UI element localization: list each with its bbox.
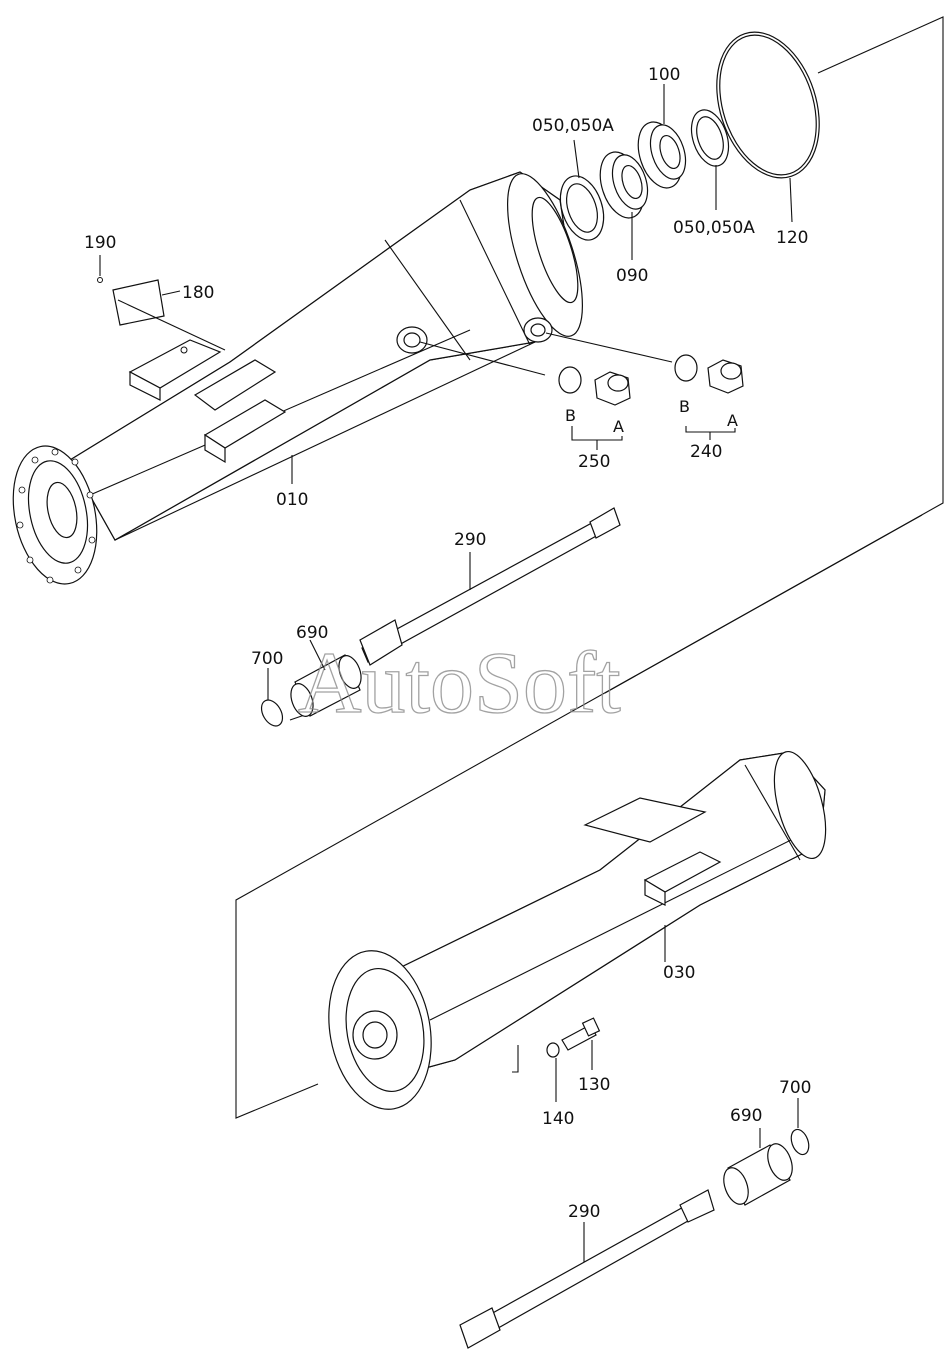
label-250-a: A xyxy=(613,417,624,436)
snap-ring-700-lower xyxy=(790,1098,810,1156)
label-140: 140 xyxy=(542,1109,574,1129)
label-030: 030 xyxy=(663,963,695,983)
washer-140 xyxy=(512,1042,560,1102)
label-050-left: 050,050A xyxy=(532,116,614,136)
label-250: 250 xyxy=(578,452,610,472)
axle-housing-lower xyxy=(328,750,827,1110)
label-240: 240 xyxy=(690,442,722,462)
label-050-right: 050,050A xyxy=(673,218,755,238)
coupling-690-lower xyxy=(723,1128,793,1206)
snap-ring-700-upper xyxy=(260,668,284,727)
label-700-lower: 700 xyxy=(779,1078,811,1098)
axle-shaft-290-lower xyxy=(459,1189,715,1349)
coupling-690-upper xyxy=(290,639,362,717)
label-290-lower: 290 xyxy=(568,1202,600,1222)
part-number-labels: 190 180 010 050,050A 100 090 050,050A 12… xyxy=(84,65,811,1222)
label-180: 180 xyxy=(182,283,214,303)
label-240-b: B xyxy=(679,397,690,416)
plug-set-250 xyxy=(419,341,631,450)
shim-050-left xyxy=(559,139,605,241)
bearing-090 xyxy=(599,151,649,260)
label-010: 010 xyxy=(276,490,308,510)
label-690-lower: 690 xyxy=(730,1106,762,1126)
label-190: 190 xyxy=(84,233,116,253)
label-690-upper: 690 xyxy=(296,623,328,643)
bolt-130 xyxy=(561,1017,601,1070)
label-290-upper: 290 xyxy=(454,530,486,550)
plug-set-240 xyxy=(545,332,744,440)
o-ring-120 xyxy=(716,31,820,223)
axle-housing-upper xyxy=(12,171,584,585)
label-100: 100 xyxy=(648,65,680,85)
axle-shaft-290-upper xyxy=(359,507,621,666)
label-090: 090 xyxy=(616,266,648,286)
label-120: 120 xyxy=(776,228,808,248)
shim-050-right xyxy=(690,109,730,210)
name-plate-180 xyxy=(112,279,226,351)
watermark: AutoSoft xyxy=(298,635,621,732)
bearing-100 xyxy=(637,84,687,189)
label-130: 130 xyxy=(578,1075,610,1095)
label-700-upper: 700 xyxy=(251,649,283,669)
label-250-b: B xyxy=(565,406,576,425)
label-240-a: A xyxy=(727,411,738,430)
rivet-190 xyxy=(97,255,103,283)
